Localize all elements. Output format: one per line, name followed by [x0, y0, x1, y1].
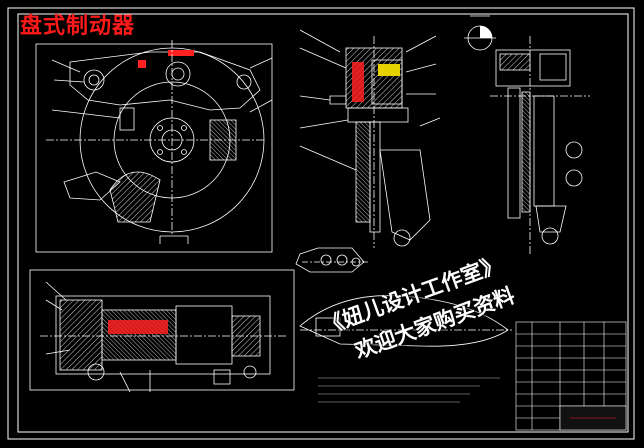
drawing-title: 盘式制动器: [20, 14, 136, 39]
detail-circle: [464, 15, 496, 51]
lever-view: [299, 295, 512, 347]
section-view: [299, 29, 441, 248]
bottom-section-view: [29, 269, 295, 393]
front-view: [35, 40, 273, 253]
inner-border: [17, 13, 629, 433]
outer-border: [7, 7, 635, 440]
side-view: [490, 36, 590, 254]
title-block: [515, 321, 627, 431]
technical-notes: [318, 377, 500, 403]
part-detail: [295, 247, 368, 273]
